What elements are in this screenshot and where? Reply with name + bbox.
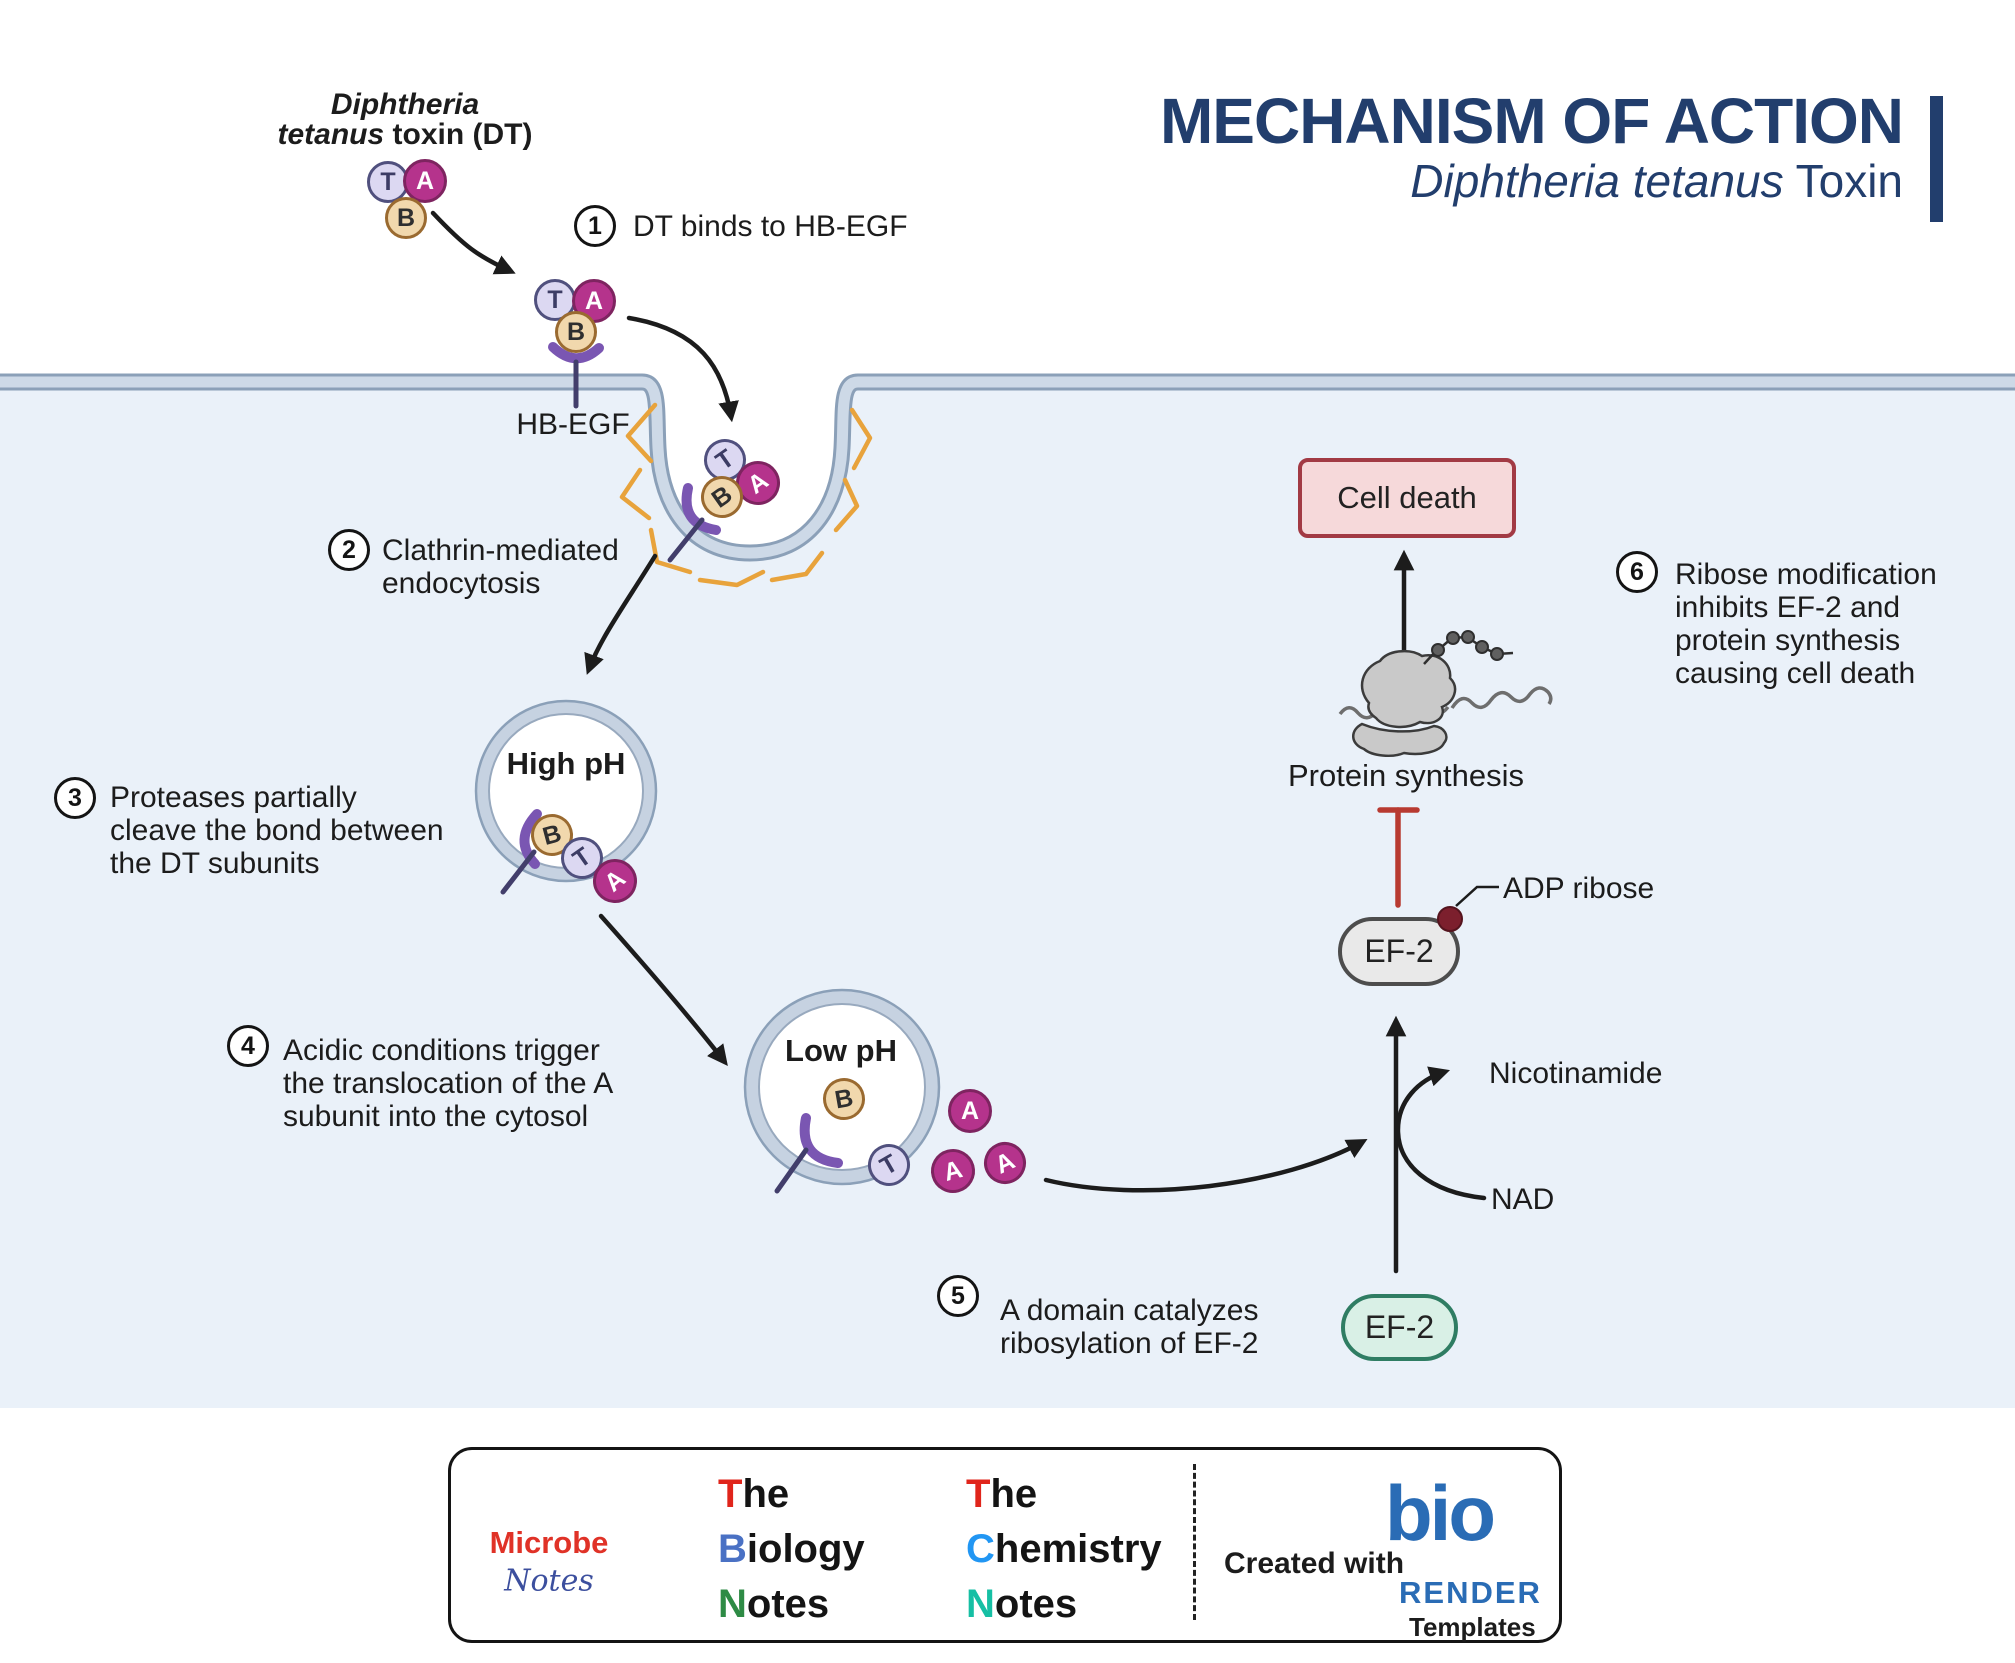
step-badge-1: 1 <box>574 205 616 247</box>
nicotinamide-label: Nicotinamide <box>1489 1057 1663 1090</box>
logo-letter: B <box>718 1527 747 1571</box>
step-text-4: Acidic conditions trigger the translocat… <box>283 1034 614 1133</box>
logo-letter: T <box>718 1472 743 1516</box>
subunit-t-letter: T <box>567 841 597 874</box>
logo-letter: N <box>966 1582 995 1626</box>
page-subtitle: Diphtheria tetanus Toxin <box>1160 154 1903 208</box>
toxin-label: Diphtheria tetanus toxin (DT) <box>255 90 555 150</box>
step-badge-6: 6 <box>1616 551 1658 593</box>
step-text-1: DT binds to HB-EGF <box>633 210 908 243</box>
credits-divider <box>1193 1464 1196 1620</box>
subunit-a-letter: A <box>990 1146 1019 1180</box>
protein-synthesis-label: Protein synthesis <box>1287 758 1525 793</box>
step-number: 5 <box>951 1281 965 1310</box>
pit-interior <box>642 366 858 553</box>
step-number: 4 <box>241 1031 255 1060</box>
rna-strand <box>1450 686 1553 710</box>
subunit-a-letter: A <box>960 1096 980 1125</box>
step-text-5: A domain catalyzes ribosylation of EF-2 <box>1000 1294 1259 1360</box>
subunit-t-letter: T <box>380 167 396 196</box>
step-badge-5: 5 <box>937 1275 979 1317</box>
logo-letter: C <box>966 1527 995 1571</box>
logo-text: he <box>990 1472 1038 1516</box>
toxin-label-line2-rest: toxin (DT) <box>384 118 533 151</box>
subunit-t-letter: T <box>547 285 563 314</box>
ef2-label: EF-2 <box>1364 933 1434 969</box>
biology-notes-logo: The Biology Notes <box>718 1467 865 1632</box>
step-badge-2: 2 <box>328 529 370 571</box>
adp-ribose-dot <box>1437 906 1463 932</box>
hb-egf-receptors <box>500 342 843 1194</box>
step-badge-4: 4 <box>227 1025 269 1067</box>
biorender-logo: bio <box>1385 1469 1496 1557</box>
subunit-b: B <box>385 197 427 239</box>
high-ph-label: High pH <box>506 746 626 781</box>
ef2-modified-pill: EF-2 <box>1338 917 1460 986</box>
step-number: 1 <box>588 211 602 240</box>
microbe-notes-sub: Notes <box>504 1563 594 1599</box>
subunit-b-letter: B <box>539 818 565 851</box>
ribosome-large-subunit <box>1360 649 1457 729</box>
step-text-6: Ribose modification inhibits EF-2 and pr… <box>1675 558 1937 690</box>
step-number: 2 <box>342 535 356 564</box>
ribosome-graphic <box>1338 630 1553 758</box>
chemistry-notes-logo: The Chemistry Notes <box>966 1467 1162 1632</box>
subunit-t-letter: T <box>710 443 740 476</box>
subunit-t: T <box>367 161 409 203</box>
subunit-t-letter: T <box>875 1148 903 1181</box>
title-block: MECHANISM OF ACTION Diphtheria tetanus T… <box>1159 85 1904 208</box>
created-with-label: Created with <box>1224 1547 1405 1580</box>
inhibition-bar <box>1377 807 1420 908</box>
subunit-a-letter: A <box>742 465 774 500</box>
toxin-label-line1: Diphtheria <box>330 88 480 121</box>
cytosol-background <box>0 382 2015 1408</box>
logo-text: iology <box>746 1527 865 1571</box>
subunit-b: B <box>555 311 597 353</box>
title-accent-bar <box>1930 96 1943 222</box>
low-ph-label: Low pH <box>785 1033 897 1068</box>
logo-letter: N <box>718 1582 747 1626</box>
cell-death-label: Cell death <box>1337 480 1477 515</box>
subunit-a-letter: A <box>584 286 604 315</box>
nad-label: NAD <box>1491 1183 1555 1216</box>
step-text-3: Proteases partially cleave the bond betw… <box>110 781 444 880</box>
adp-ribose-label: ADP ribose <box>1503 872 1655 905</box>
subtitle-italic: Diphtheria tetanus <box>1410 155 1784 207</box>
logo-text: hemistry <box>994 1527 1162 1571</box>
peptide-beads <box>1431 630 1504 661</box>
ef2-label: EF-2 <box>1364 1309 1435 1345</box>
hb-egf-label: HB-EGF <box>516 408 630 441</box>
logo-text: otes <box>746 1582 830 1626</box>
subunit-b-letter: B <box>566 317 586 346</box>
logo-text: otes <box>994 1582 1078 1626</box>
subunit-b-letter: B <box>706 479 738 514</box>
biorender-render-label: RENDER <box>1399 1575 1542 1610</box>
ribosome-small-subunit <box>1352 722 1448 758</box>
plasma-membrane <box>0 373 2015 562</box>
step-number: 3 <box>68 783 82 812</box>
subunit-a-letter: A <box>940 1154 966 1187</box>
logo-text: he <box>742 1472 790 1516</box>
subtitle-rest: Toxin <box>1783 155 1903 207</box>
microbe-notes-name: Microbe <box>489 1525 609 1560</box>
logo-letter: T <box>966 1472 991 1516</box>
step-badge-3: 3 <box>54 777 96 819</box>
toxin-label-line2-italic: tetanus <box>277 118 385 151</box>
subunit-a-letter: A <box>415 166 435 195</box>
adp-ribose-pointer <box>1455 885 1499 907</box>
step-number: 6 <box>1630 557 1644 586</box>
biorender-templates-label: Templates <box>1409 1612 1536 1642</box>
subunit-a: A <box>403 159 447 203</box>
subunit-a-letter: A <box>598 864 631 898</box>
clathrin-coat <box>619 402 873 588</box>
subunit-a-released: A <box>948 1089 992 1133</box>
cell-death-box: Cell death <box>1298 458 1516 538</box>
flow-arrows <box>430 210 1487 1274</box>
page-title: MECHANISM OF ACTION <box>1159 85 1904 157</box>
subunit-b-letter: B <box>832 1083 856 1114</box>
ef2-free-pill: EF-2 <box>1341 1294 1458 1361</box>
step-text-2: Clathrin-mediated endocytosis <box>382 534 619 600</box>
credits-bar <box>448 1447 1562 1643</box>
subunit-b-letter: B <box>396 203 416 232</box>
